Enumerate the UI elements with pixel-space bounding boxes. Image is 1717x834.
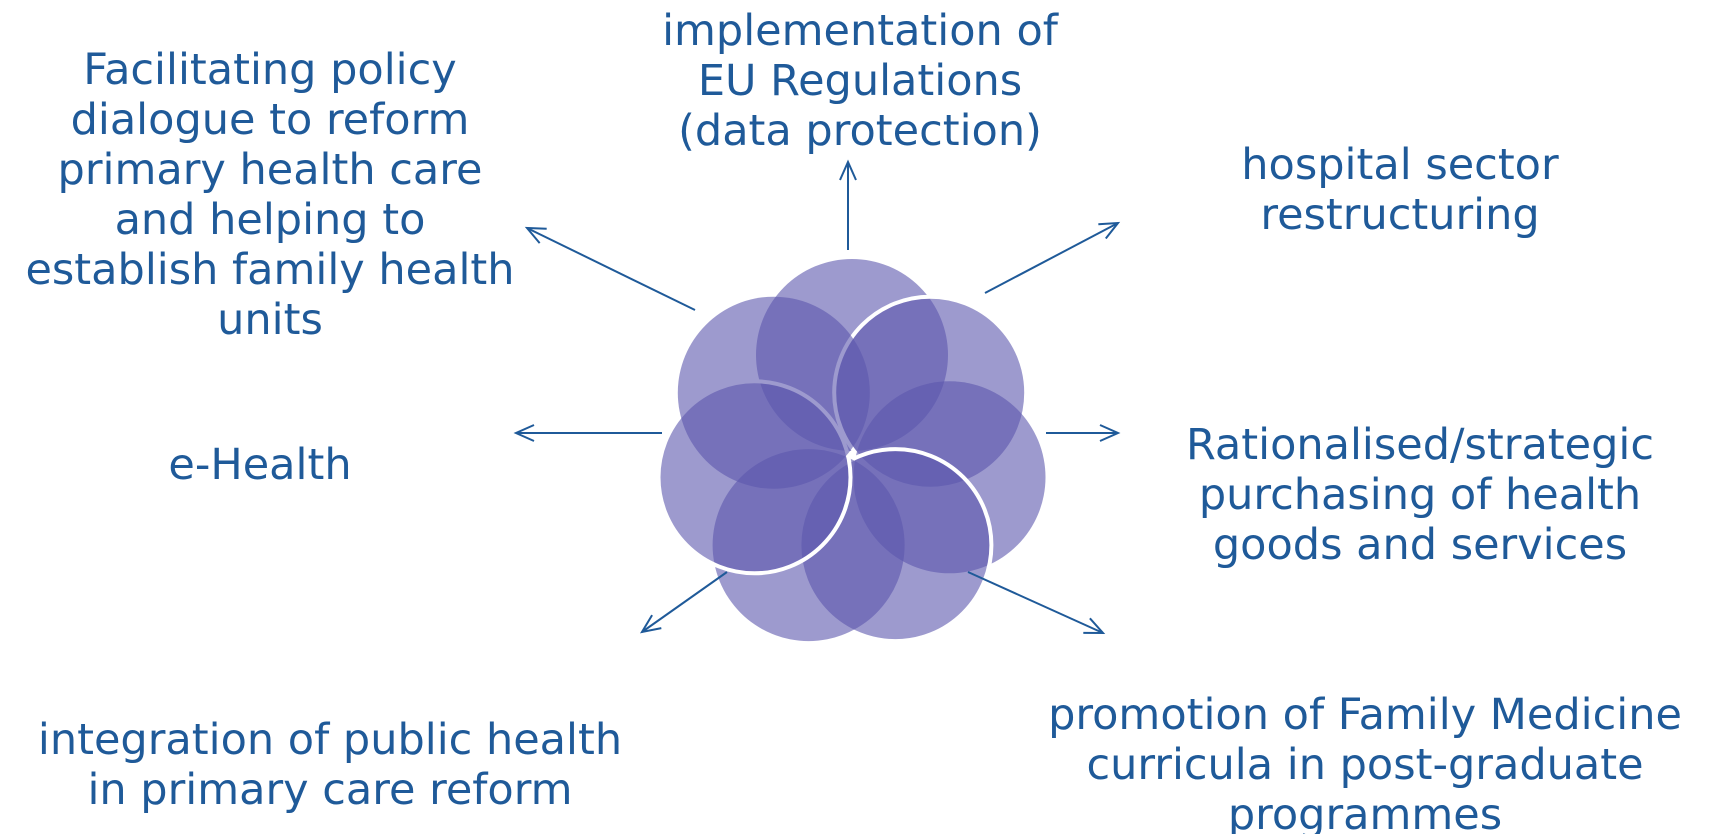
label-line: and helping to (114, 195, 426, 245)
label-line: curricula in post-graduate (1086, 740, 1644, 790)
arrow-bottom-left (639, 571, 728, 634)
label-line: hospital sector (1241, 140, 1559, 190)
label-line: Rationalised/strategic (1185, 420, 1655, 470)
label-line: goods and services (1212, 520, 1628, 570)
label-line: promotion of Family Medicine (1048, 690, 1682, 740)
label-line: units (217, 295, 323, 345)
label-line: establish family health (25, 245, 515, 295)
label-line: e-Health (168, 440, 352, 490)
label-line: EU Regulations (697, 56, 1023, 106)
arrows (513, 159, 1121, 635)
label-line: restructuring (1260, 190, 1540, 240)
flower-graphic (656, 259, 1046, 644)
label-line: dialogue to reform (70, 95, 470, 145)
flower-petal (677, 296, 870, 489)
label-line: purchasing of health (1198, 470, 1642, 520)
label-line: (data protection) (678, 106, 1042, 156)
label-line: integration of public health (37, 715, 623, 765)
label-line: programmes (1227, 790, 1503, 834)
arrow-top-right (984, 221, 1121, 294)
label-left: e-Health (60, 440, 460, 490)
arrow-bottom-right (967, 571, 1106, 635)
label-line: primary health care (57, 145, 483, 195)
label-line: in primary care reform (87, 765, 573, 815)
label-line: Facilitating policy (83, 45, 457, 95)
arrow-top-left (524, 226, 696, 311)
label-line: implementation of (662, 6, 1058, 56)
